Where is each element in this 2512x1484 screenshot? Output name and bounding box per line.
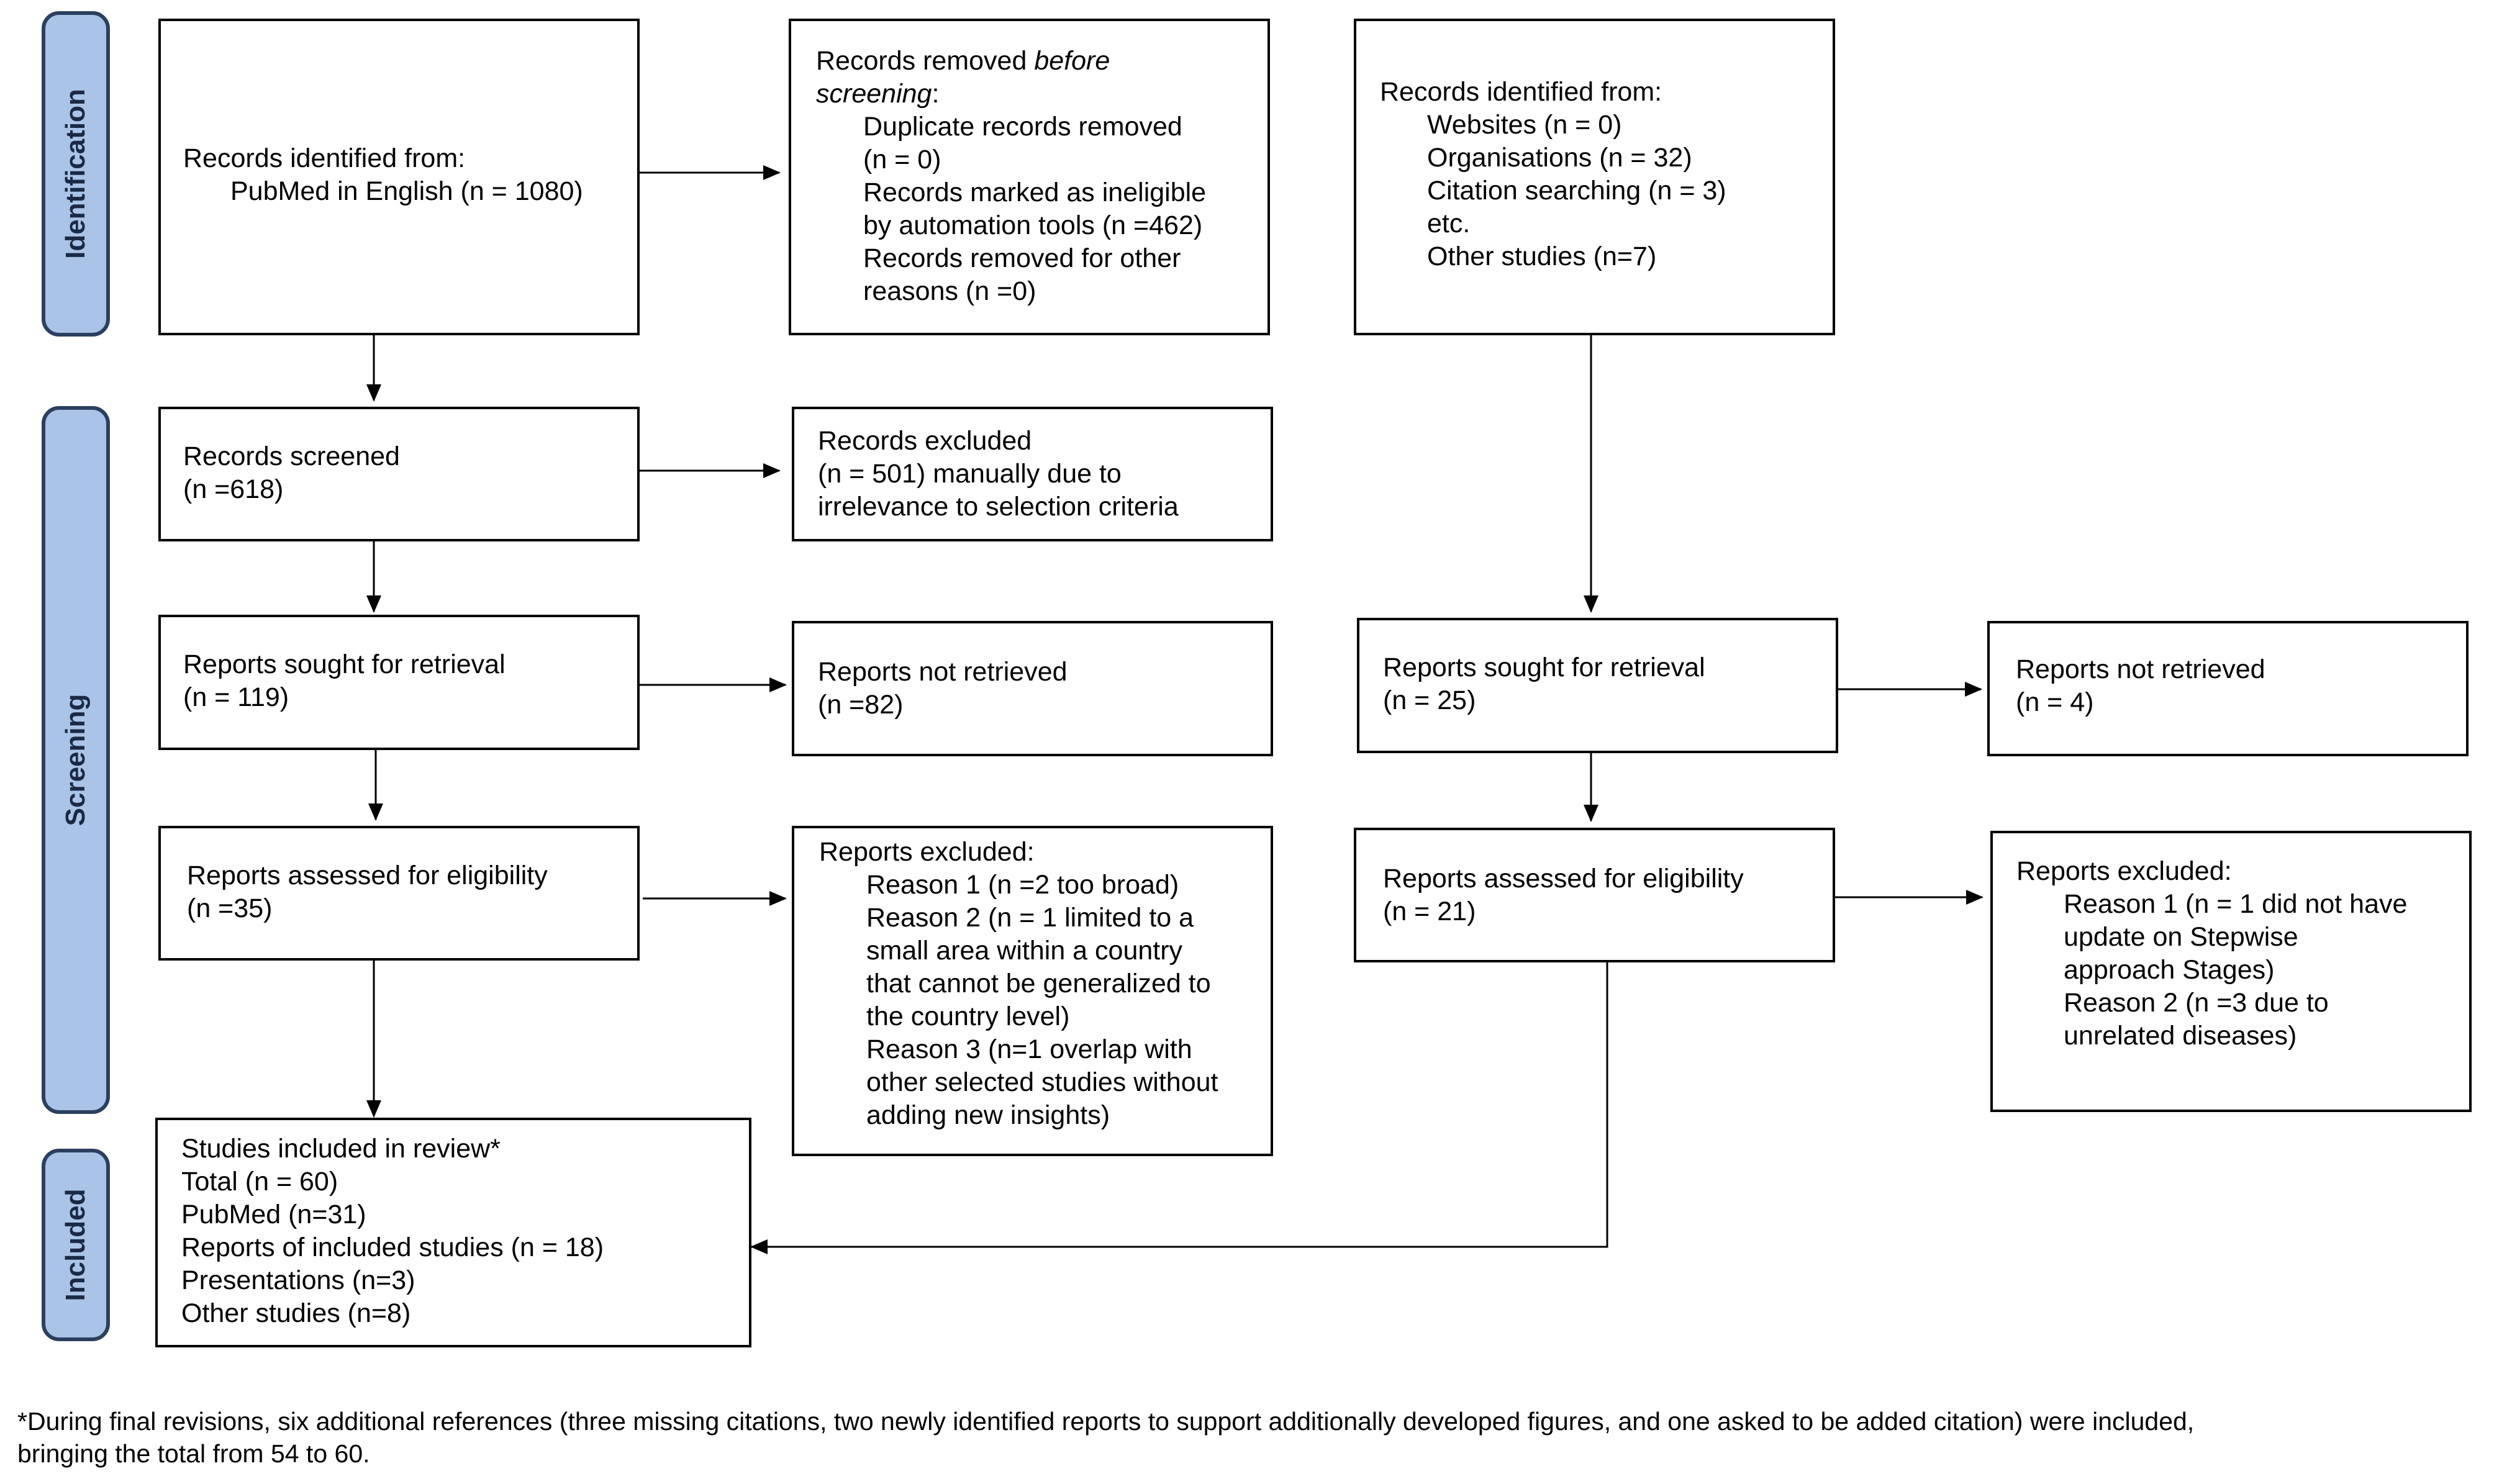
records-screened-label: Records screened (183, 441, 400, 471)
phase-included-label: Included (60, 1188, 91, 1301)
db-excluded-reason: small area within a country (866, 936, 1183, 966)
included-other-studies: Other studies (n=8) (181, 1298, 411, 1328)
removed-heading-cont: screening: (816, 79, 940, 109)
arrow-other-assessed-to-included (750, 961, 1608, 1254)
db-sought-label: Reports sought for retrieval (183, 649, 506, 679)
other-records-box: Records identified from: Websites (n = 0… (1354, 19, 1835, 335)
other-excluded-box: Reports excluded: Reason 1 (n = 1 did no… (1990, 831, 2472, 1112)
other-not-retrieved-count: (n = 4) (2016, 687, 2094, 717)
phase-screening: Screening (42, 406, 110, 1114)
records-screened-box: Records screened (n =618) (158, 407, 640, 541)
removed-item: (n = 0) (863, 145, 941, 174)
other-records-item: etc. (1427, 209, 1471, 238)
other-excluded-reason: approach Stages) (2064, 955, 2275, 985)
phase-screening-label: Screening (60, 694, 91, 826)
db-records-source: PubMed in English (n = 1080) (230, 176, 583, 206)
other-records-heading: Records identified from: (1380, 77, 1662, 107)
records-excluded-label: Records excluded (818, 426, 1032, 456)
other-excluded-reason: update on Stepwise (2064, 922, 2298, 952)
included-heading: Studies included in review* (181, 1134, 501, 1164)
other-assessed-box: Reports assessed for eligibility (n = 21… (1354, 828, 1835, 962)
db-excluded-heading: Reports excluded: (819, 837, 1035, 867)
removed-item: Duplicate records removed (863, 112, 1182, 142)
footnote-line: *During final revisions, six additional … (17, 1407, 2195, 1436)
records-excluded-count: (n = 501) manually due to (818, 459, 1122, 489)
other-records-item: Websites (n = 0) (1427, 110, 1622, 140)
footnote-line: bringing the total from 54 to 60. (17, 1439, 370, 1468)
other-assessed-label: Reports assessed for eligibility (1383, 864, 1744, 894)
db-records-heading: Records identified from: (183, 143, 466, 173)
other-excluded-reason: unrelated diseases) (2064, 1021, 2297, 1051)
phase-identification-label: Identification (60, 89, 91, 259)
other-excluded-reason: Reason 1 (n = 1 did not have (2064, 889, 2408, 919)
db-excluded-box: Reports excluded: Reason 1 (n =2 too bro… (792, 826, 1273, 1156)
db-assessed-label: Reports assessed for eligibility (187, 861, 548, 890)
db-sought-count: (n = 119) (183, 682, 289, 712)
removed-item: Records marked as ineligible (863, 178, 1207, 207)
db-excluded-reason: adding new insights) (866, 1100, 1110, 1130)
records-excluded-reason: irrelevance to selection criteria (818, 492, 1179, 522)
db-excluded-reason: that cannot be generalized to (866, 969, 1211, 998)
removed-item: reasons (n =0) (863, 276, 1036, 306)
db-sought-box: Reports sought for retrieval (n = 119) (158, 615, 640, 750)
phase-included: Included (42, 1149, 110, 1341)
db-excluded-reason: Reason 3 (n=1 overlap with (866, 1034, 1192, 1064)
db-not-retrieved-box: Reports not retrieved (n =82) (792, 621, 1273, 756)
removed-heading: Records removed before (816, 46, 1110, 76)
records-screened-count: (n =618) (183, 474, 284, 504)
db-excluded-reason: Reason 2 (n = 1 limited to a (866, 903, 1194, 933)
db-excluded-reason: other selected studies without (866, 1067, 1218, 1097)
other-sought-box: Reports sought for retrieval (n = 25) (1357, 618, 1838, 753)
other-records-item: Organisations (n = 32) (1427, 143, 1692, 173)
db-not-retrieved-label: Reports not retrieved (818, 657, 1068, 687)
other-records-item: Other studies (n=7) (1427, 242, 1657, 271)
footnote: *During final revisions, six additional … (17, 1405, 2501, 1470)
included-reports: Reports of included studies (n = 18) (181, 1233, 604, 1262)
removed-before-screening-box: Records removed before screening: Duplic… (789, 19, 1270, 335)
removed-item: by automation tools (n =462) (863, 210, 1203, 240)
db-assessed-count: (n =35) (187, 894, 273, 923)
db-records-box: Records identified from: PubMed in Engli… (158, 19, 640, 335)
included-pubmed: PubMed (n=31) (181, 1200, 366, 1229)
other-excluded-reason: Reason 2 (n =3 due to (2064, 988, 2329, 1018)
db-not-retrieved-count: (n =82) (818, 690, 904, 720)
other-assessed-count: (n = 21) (1383, 897, 1476, 926)
included-presentations: Presentations (n=3) (181, 1265, 415, 1295)
other-not-retrieved-box: Reports not retrieved (n = 4) (1987, 621, 2469, 756)
other-records-item: Citation searching (n = 3) (1427, 176, 1726, 206)
studies-included-box: Studies included in review* Total (n = 6… (155, 1118, 751, 1347)
other-excluded-heading: Reports excluded: (2016, 856, 2232, 886)
db-excluded-reason: the country level) (866, 1002, 1070, 1031)
other-not-retrieved-label: Reports not retrieved (2016, 654, 2265, 684)
included-total: Total (n = 60) (181, 1167, 338, 1197)
db-excluded-reason: Reason 1 (n =2 too broad) (866, 870, 1179, 900)
records-excluded-box: Records excluded (n = 501) manually due … (792, 407, 1273, 541)
other-sought-count: (n = 25) (1383, 685, 1476, 715)
removed-item: Records removed for other (863, 243, 1181, 273)
db-assessed-box: Reports assessed for eligibility (n =35) (158, 826, 640, 961)
phase-identification: Identification (42, 11, 110, 337)
other-sought-label: Reports sought for retrieval (1383, 653, 1705, 682)
